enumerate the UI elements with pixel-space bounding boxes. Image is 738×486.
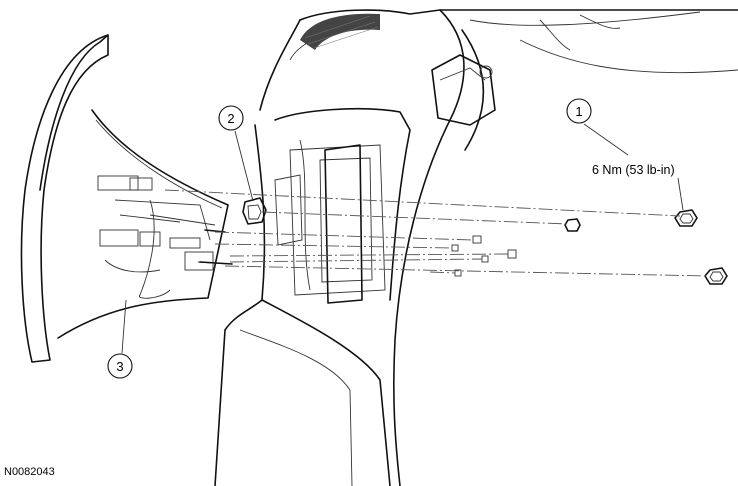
callout-1-number: 1: [575, 104, 582, 119]
callout-3-number: 3: [116, 359, 123, 374]
callout-3: 3: [107, 299, 133, 379]
mirror-nut-upper: [674, 209, 698, 227]
alignment-lines: [164, 189, 709, 277]
figure-id: N0082043: [4, 466, 55, 478]
mirror-assembly: [20, 34, 233, 363]
wiring-connector: [242, 197, 267, 225]
callout-2-number: 2: [227, 111, 234, 126]
torque-specification: 6 Nm (53 lb-in): [592, 163, 675, 177]
callout-1: 1 6 Nm (53 lb-in): [566, 98, 684, 211]
mirror-nut-middle: [564, 218, 581, 232]
callout-2: 2: [218, 105, 254, 202]
mirror-nut-lower: [704, 267, 728, 285]
mounting-studs: [451, 235, 517, 277]
mirror-internal-components: [97, 175, 231, 299]
door-trim-panel: [214, 9, 738, 486]
